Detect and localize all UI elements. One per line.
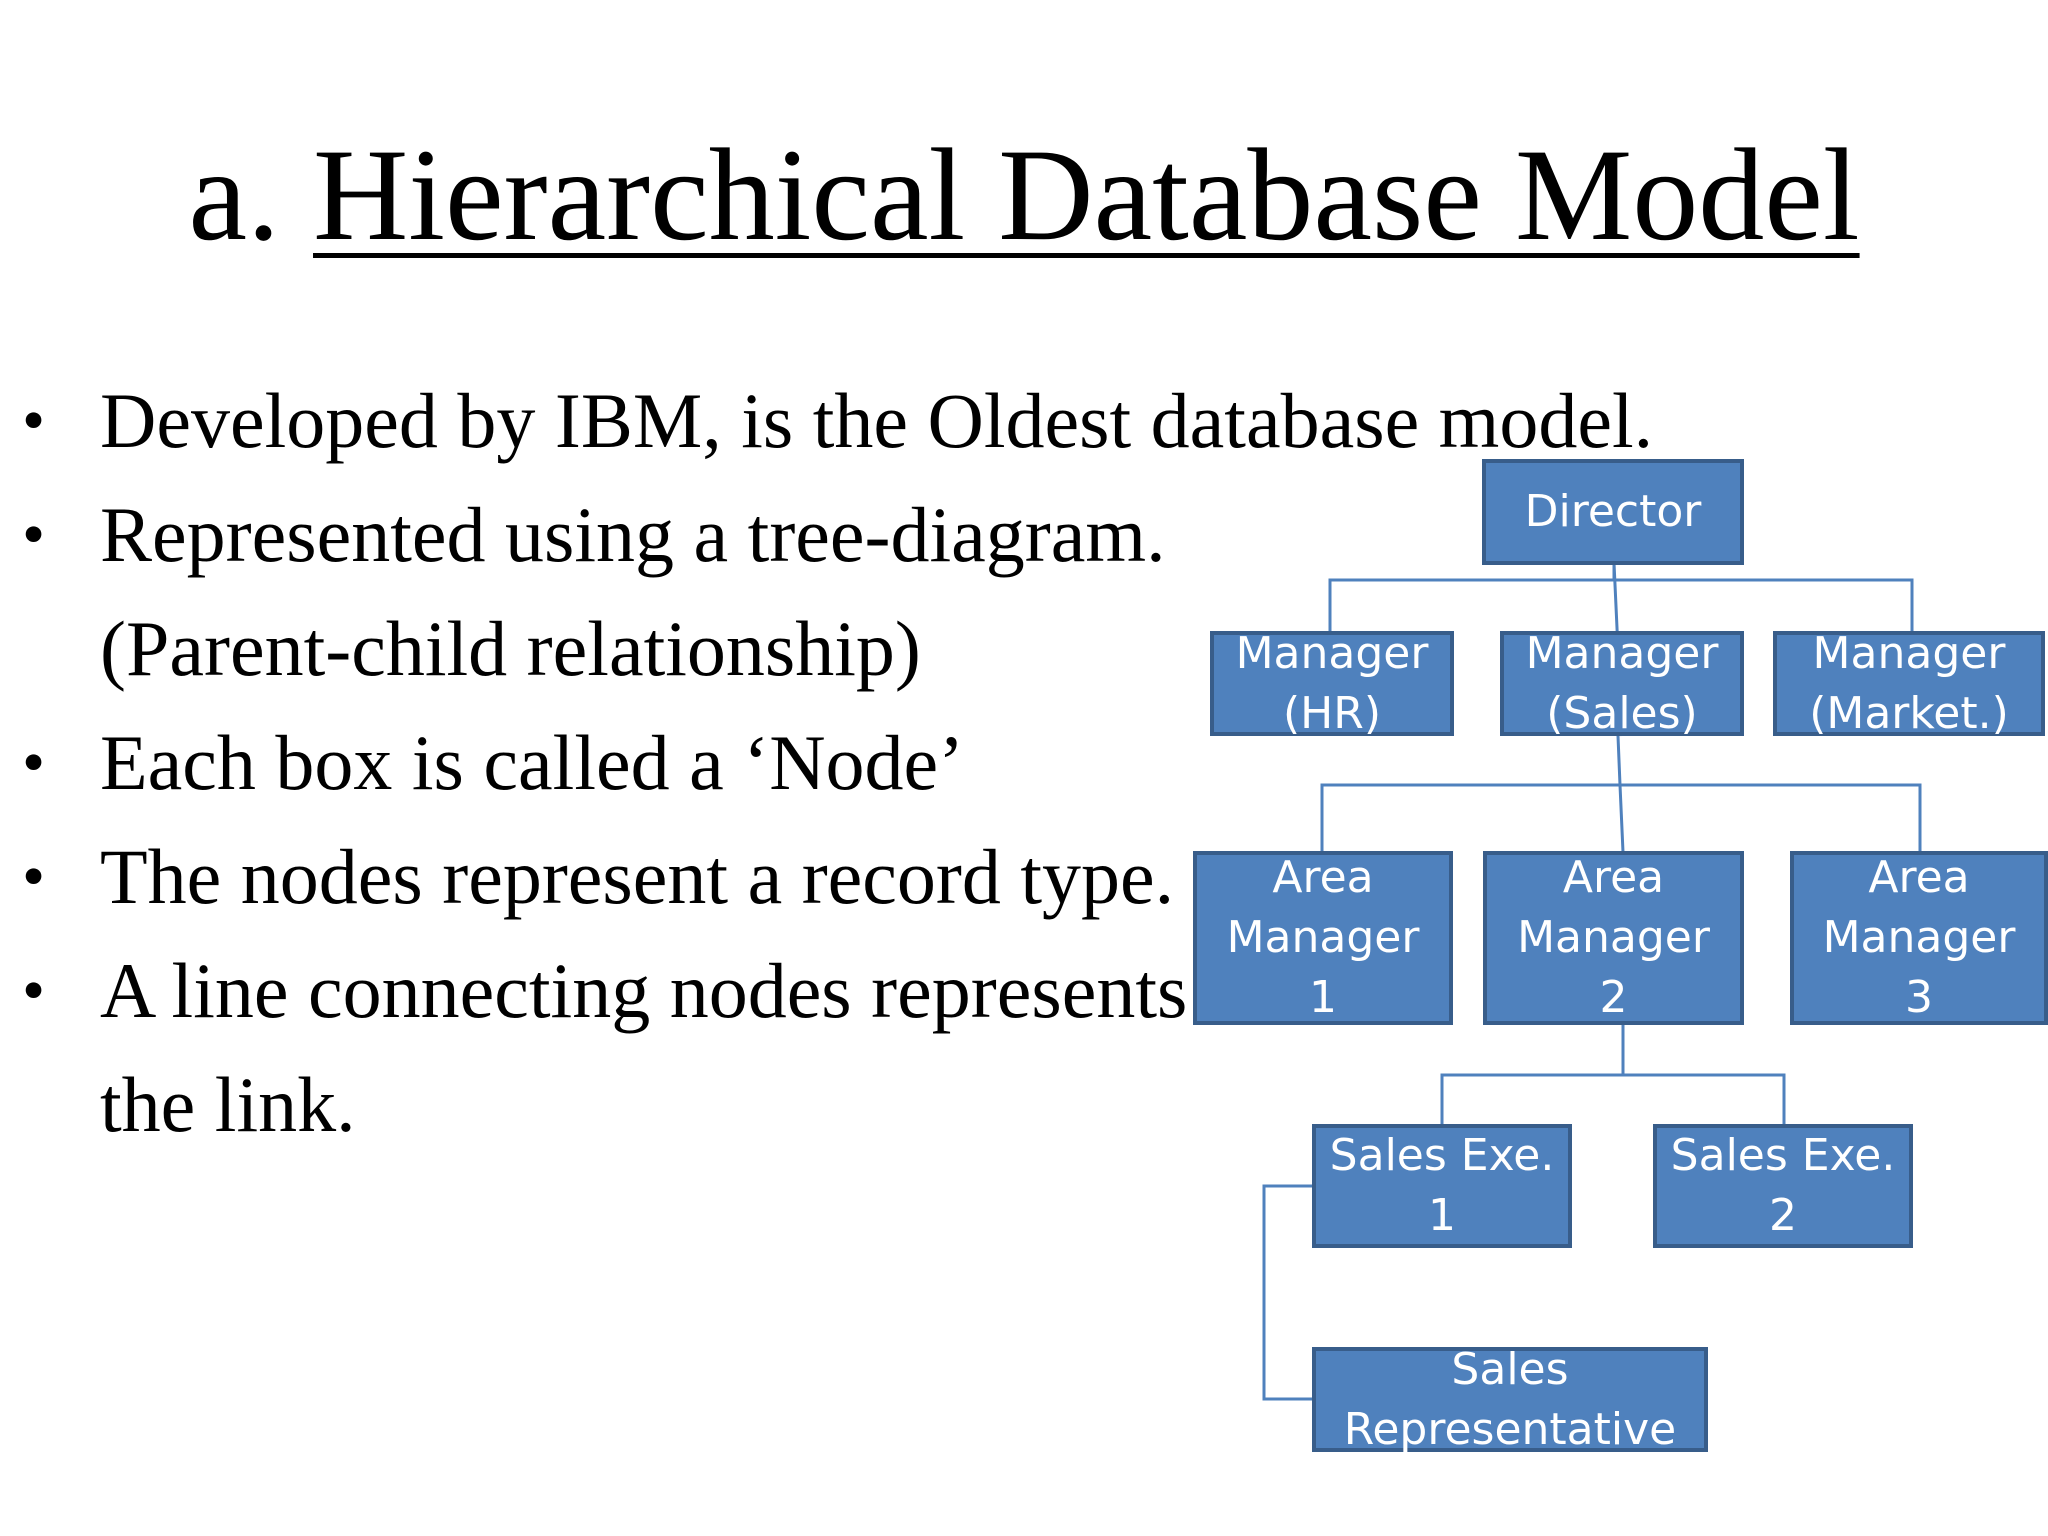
bullet-text: Each box is called a ‘Node’ bbox=[100, 719, 965, 806]
node-area-manager-2: Area Manager 2 bbox=[1483, 851, 1744, 1025]
node-manager-sales: Manager (Sales) bbox=[1500, 628, 1744, 739]
node-manager-hr: Manager (HR) bbox=[1210, 628, 1454, 739]
bullet-dot: • bbox=[22, 384, 46, 457]
bullet-text: Represented using a tree-diagram. bbox=[100, 491, 1166, 578]
node-sales-exe-2: Sales Exe. 2 bbox=[1653, 1124, 1913, 1248]
node-area-manager-1: Area Manager 1 bbox=[1193, 851, 1453, 1025]
bullet-dot: • bbox=[22, 498, 46, 571]
bullet-dot: • bbox=[22, 840, 46, 913]
bullet-text: A line connecting nodes represents bbox=[100, 947, 1188, 1034]
title-main: Hierarchical Database Model bbox=[313, 121, 1860, 268]
node-director: Director bbox=[1482, 459, 1744, 565]
bullet-dot: • bbox=[22, 954, 46, 1027]
bullet-text: (Parent-child relationship) bbox=[100, 605, 921, 692]
node-sales-representative: Sales Representative bbox=[1312, 1344, 1708, 1455]
bullet-text: the link. bbox=[100, 1061, 356, 1148]
bullet-dot: • bbox=[22, 726, 46, 799]
connector-area2-sales-exe bbox=[1440, 1024, 1786, 1125]
node-manager-market: Manager (Market.) bbox=[1773, 628, 2045, 739]
slide-title: a. Hierarchical Database Model bbox=[0, 120, 2048, 270]
bullet-text: Developed by IBM, is the Oldest database… bbox=[100, 377, 1654, 464]
node-area-manager-3: Area Manager 3 bbox=[1790, 851, 2048, 1025]
connector-sales-area-managers bbox=[1320, 735, 1922, 853]
title-prefix: a. bbox=[188, 121, 314, 268]
connector-exe1-representative bbox=[1262, 1184, 1313, 1401]
node-sales-exe-1: Sales Exe. 1 bbox=[1312, 1124, 1572, 1248]
bullet-text: The nodes represent a record type. bbox=[100, 833, 1175, 920]
